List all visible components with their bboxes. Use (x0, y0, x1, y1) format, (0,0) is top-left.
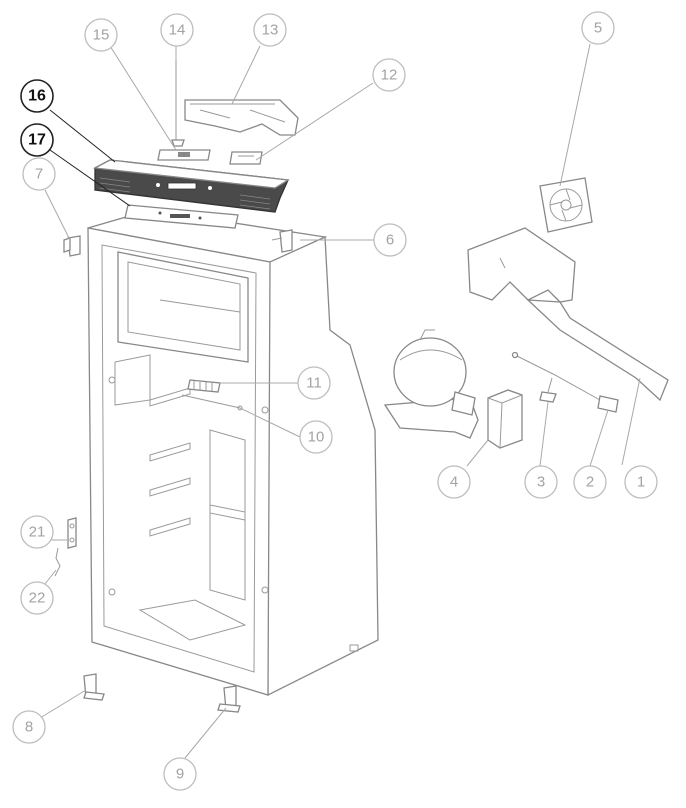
callout-3: 3 (524, 465, 558, 499)
control-panel-label (124, 204, 239, 229)
svg-text:9: 9 (176, 766, 184, 783)
callout-16: 16 (20, 79, 54, 113)
svg-text:7: 7 (35, 166, 43, 183)
leader-lines (39, 43, 641, 759)
hinge-part-9 (217, 685, 241, 713)
svg-text:16: 16 (28, 88, 46, 105)
hinge-cover-part-13 (184, 99, 299, 136)
callout-9: 9 (163, 757, 197, 791)
callout-8: 8 (12, 710, 46, 744)
callout-13: 13 (253, 13, 287, 47)
callout-11: 11 (297, 366, 331, 400)
callout-12: 12 (372, 58, 406, 92)
hinge-part-8 (83, 673, 105, 701)
callout-2: 2 (573, 465, 607, 499)
callout-21: 21 (20, 515, 54, 549)
compressor (383, 329, 479, 439)
svg-text:22: 22 (29, 590, 46, 607)
svg-text:3: 3 (537, 474, 545, 491)
svg-text:21: 21 (29, 524, 46, 541)
sensor-part-3 (539, 377, 557, 403)
screw-part-14 (171, 60, 185, 147)
callout-17: 17 (20, 123, 54, 157)
cover-part-1 (467, 227, 669, 402)
svg-text:4: 4 (450, 474, 458, 491)
callout-4: 4 (437, 465, 471, 499)
control-panel-housing (92, 159, 290, 213)
hinge-part-6 (271, 229, 293, 253)
callout-14: 14 (160, 13, 194, 47)
svg-text:1: 1 (637, 474, 645, 491)
svg-text:5: 5 (594, 20, 602, 37)
callout-5: 5 (581, 11, 615, 45)
fan-part-5 (539, 177, 593, 233)
svg-text:17: 17 (28, 132, 46, 149)
svg-text:10: 10 (308, 429, 325, 446)
thermostat-part-2 (511, 351, 619, 413)
svg-text:2: 2 (586, 474, 594, 491)
bracket-part-15 (157, 149, 211, 161)
door-stop-part-21 (67, 517, 77, 549)
relay-part-4 (487, 389, 523, 449)
svg-text:15: 15 (93, 27, 110, 44)
svg-text:6: 6 (386, 232, 394, 249)
svg-text:8: 8 (25, 719, 33, 736)
callout-7: 7 (22, 157, 56, 191)
callout-22: 22 (20, 581, 54, 615)
cabinet-body (87, 209, 379, 697)
callout-15: 15 (84, 18, 118, 52)
spring-part-22 (54, 547, 61, 577)
callout-10: 10 (299, 420, 333, 454)
svg-text:12: 12 (381, 67, 398, 84)
svg-text:11: 11 (306, 375, 322, 392)
callout-1: 1 (624, 465, 658, 499)
callout-6: 6 (373, 223, 407, 257)
clip-part-12 (229, 151, 263, 165)
svg-text:14: 14 (169, 22, 186, 39)
hinge-part-7 (63, 235, 81, 257)
svg-text:13: 13 (262, 22, 279, 39)
lamp-part-11 (187, 379, 221, 393)
rod-part-10 (181, 394, 243, 411)
